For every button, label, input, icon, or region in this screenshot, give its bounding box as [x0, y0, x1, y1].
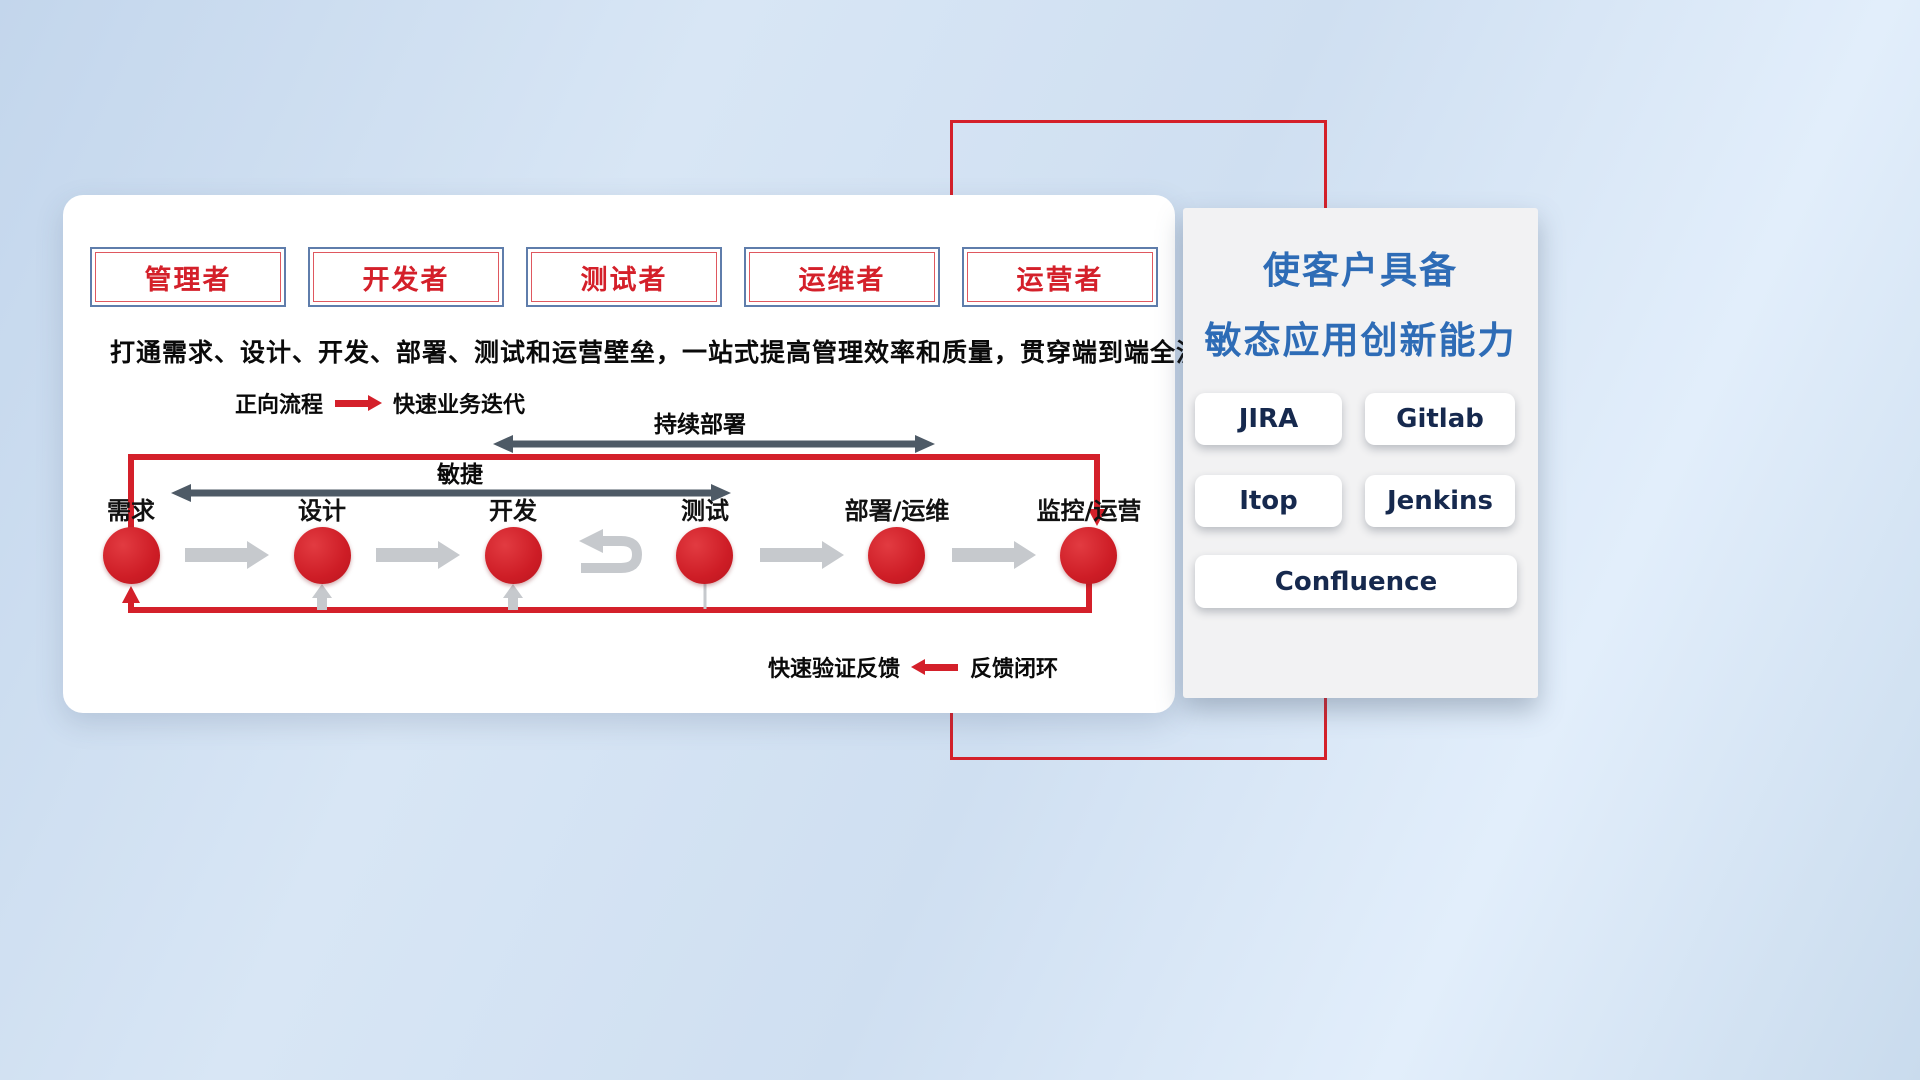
- stage-circle-design: [294, 527, 351, 584]
- stage-circle-test: [676, 527, 733, 584]
- devops-flow-panel: 管理者 开发者 测试者 运维者 运营者 打通需求、设计、开发、部署、测试和运营壁…: [63, 195, 1229, 713]
- stage-label-develop: 开发: [489, 497, 537, 525]
- stage-label-test: 测试: [681, 497, 729, 525]
- feedback-up-arrow-develop: [503, 584, 523, 610]
- flow-arrow-4: [952, 541, 1036, 569]
- stage-label-design: 设计: [298, 497, 346, 525]
- stage-circle-develop: [485, 527, 542, 584]
- capability-panel: 使客户具备 敏态应用创新能力 JIRA Gitlab Itop Jenkins …: [1183, 208, 1538, 698]
- flow-arrow-1: [185, 541, 269, 569]
- capability-title-line2: 敏态应用创新能力: [1204, 319, 1517, 362]
- flow-arrow-3: [760, 541, 844, 569]
- tool-button-jira: JIRA: [1195, 393, 1342, 445]
- role-box-manager: 管理者: [90, 247, 286, 307]
- forward-flow-label: 正向流程: [235, 393, 324, 418]
- fast-verify-label: 快速验证反馈: [768, 657, 901, 682]
- role-box-operator: 运营者: [962, 247, 1158, 307]
- stage-circle-deploy-ops: [868, 527, 925, 584]
- role-box-ops: 运维者: [744, 247, 940, 307]
- fast-iteration-label: 快速业务迭代: [393, 393, 526, 418]
- capability-title-line1: 使客户具备: [1263, 249, 1458, 292]
- roles-row: 管理者 开发者 测试者 运维者 运营者: [90, 247, 1158, 307]
- tool-button-jenkins: Jenkins: [1365, 475, 1515, 527]
- role-label-developer: 开发者: [362, 264, 450, 296]
- agile-label: 敏捷: [437, 462, 483, 488]
- tool-button-confluence: Confluence: [1195, 555, 1517, 608]
- iteration-loop-icon: [579, 529, 643, 573]
- stage-label-requirements: 需求: [107, 497, 155, 525]
- role-label-tester: 测试者: [580, 264, 668, 296]
- feedback-loop-label: 反馈闭环: [970, 657, 1059, 682]
- legend-feedback: 快速验证反馈 反馈闭环: [768, 651, 1058, 683]
- continuous-deployment-label: 持续部署: [654, 412, 746, 438]
- stage-circle-requirements: [103, 527, 160, 584]
- subtitle: 打通需求、设计、开发、部署、测试和运营壁垒，一站式提高管理效率和质量，贯穿端到端…: [110, 338, 1229, 367]
- role-label-ops: 运维者: [798, 264, 886, 296]
- feedback-loop-line: [122, 581, 1092, 613]
- role-box-tester: 测试者: [526, 247, 722, 307]
- role-box-developer: 开发者: [308, 247, 504, 307]
- feedback-up-arrow-design: [312, 584, 332, 610]
- role-label-operator: 运营者: [1016, 264, 1104, 296]
- tool-button-gitlab: Gitlab: [1365, 393, 1515, 445]
- stage-circle-monitor-operations: [1060, 527, 1117, 584]
- role-label-manager: 管理者: [144, 264, 232, 296]
- legend-forward: 正向流程 快速业务迭代: [235, 387, 525, 419]
- flow-arrow-2: [376, 541, 460, 569]
- forward-arrow-icon: [335, 394, 383, 411]
- tool-button-itop: Itop: [1195, 475, 1342, 527]
- stage-label-monitor-operations: 监控/运营: [1036, 497, 1142, 525]
- feedback-arrow-icon: [911, 658, 959, 675]
- stage-label-deploy-ops: 部署/运维: [844, 497, 950, 525]
